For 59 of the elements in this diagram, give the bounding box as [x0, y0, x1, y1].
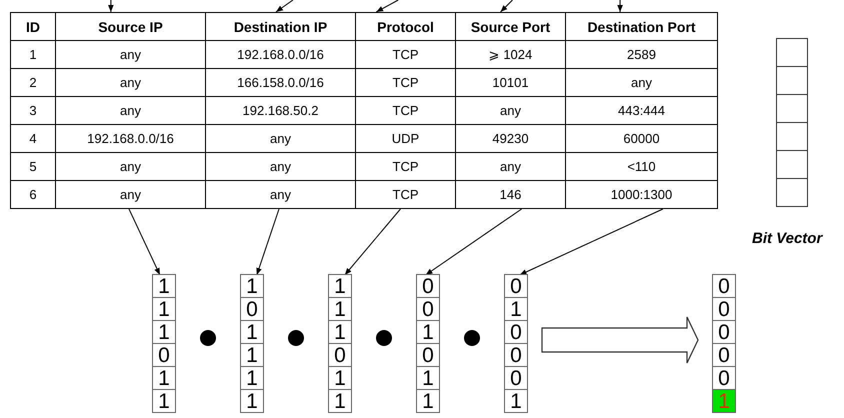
bit-vector	[328, 275, 352, 413]
bit-value: 0	[712, 320, 736, 344]
bit-value: 1	[328, 366, 352, 390]
bit-value: 1	[416, 320, 440, 344]
arrow	[344, 208, 401, 276]
bit-value: 1	[240, 389, 264, 413]
bit-vector	[416, 275, 440, 413]
arrow	[128, 208, 160, 276]
bit-value: 0	[416, 274, 440, 298]
bit-value: 1	[712, 389, 736, 413]
bit-value: 0	[416, 343, 440, 367]
bit-value: 0	[712, 366, 736, 390]
arrow	[617, 0, 623, 12]
column-header: Destination Port	[565, 12, 718, 41]
table-cell: 1000:1300	[565, 180, 718, 209]
bit-value: 1	[152, 297, 176, 321]
bit-vector	[712, 275, 736, 413]
column-header: ID	[10, 12, 56, 41]
arrow	[425, 208, 522, 276]
bit-value: 0	[712, 343, 736, 367]
bit-value: 1	[328, 274, 352, 298]
block-arrow	[541, 316, 699, 364]
arrow	[376, 0, 399, 12]
bit-value: 1	[504, 389, 528, 413]
bit-value: 1	[152, 389, 176, 413]
bit-value: 0	[712, 297, 736, 321]
bit-value: 1	[328, 320, 352, 344]
bit-value: 0	[712, 274, 736, 298]
bit-value: 1	[328, 389, 352, 413]
bit-value: 1	[504, 297, 528, 321]
bit-value: 0	[504, 320, 528, 344]
arrow	[275, 0, 294, 12]
bit-vector	[240, 275, 264, 413]
bit-value: 1	[240, 274, 264, 298]
bit-value: 1	[240, 366, 264, 390]
bit-value: 0	[504, 366, 528, 390]
arrow	[256, 208, 280, 276]
bit-value: 0	[504, 274, 528, 298]
bit-value: 1	[152, 320, 176, 344]
bit-value: 1	[152, 274, 176, 298]
table-cell: 6	[10, 180, 56, 209]
bit-value: 0	[416, 297, 440, 321]
bit-value: 1	[416, 389, 440, 413]
bit-value: 0	[504, 343, 528, 367]
empty-bit-column	[776, 38, 808, 207]
bit-value: 1	[240, 320, 264, 344]
vector-caption: Bit Vector	[752, 230, 822, 247]
bit-value: 1	[152, 366, 176, 390]
bit-value: 1	[328, 297, 352, 321]
bit-value: 0	[328, 343, 352, 367]
bit-value: 0	[240, 297, 264, 321]
bit-value: 0	[152, 343, 176, 367]
arrow	[500, 0, 513, 12]
arrow	[108, 0, 114, 12]
arrow	[519, 208, 664, 276]
bit-value: 1	[416, 366, 440, 390]
bit-vector	[504, 275, 528, 413]
bit-value: 1	[240, 343, 264, 367]
bit-vector	[152, 275, 176, 413]
